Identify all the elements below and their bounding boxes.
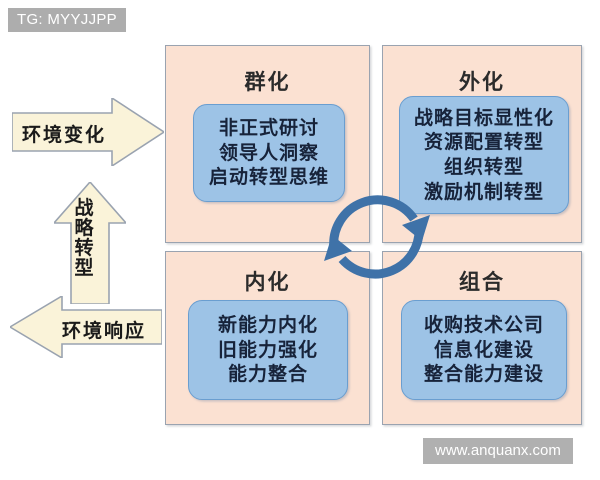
quadrant-top-right: 外化 战略目标显性化 资源配置转型 组织转型 激励机制转型 <box>382 45 582 243</box>
quadrant-title-bottom-right: 组合 <box>459 270 505 294</box>
inner-box-line: 非正式研讨 <box>218 116 319 139</box>
inner-box-line: 整合能力建设 <box>423 363 544 386</box>
inner-box-line: 启动转型思维 <box>208 166 329 189</box>
quadrant-title-bottom-left: 内化 <box>244 270 291 294</box>
inner-box-line: 资源配置转型 <box>423 131 544 154</box>
inner-box-bottom-right: 收购技术公司 信息化建设 整合能力建设 <box>401 300 567 400</box>
inner-box-line: 信息化建设 <box>433 338 534 361</box>
inner-box-top-left: 非正式研讨 领导人洞察 启动转型思维 <box>193 104 345 202</box>
arrow-label-environment-change: 环境变化 <box>22 124 107 146</box>
inner-box-line: 战略目标显性化 <box>413 106 554 129</box>
quadrant-title-top-right: 外化 <box>459 70 505 94</box>
inner-box-line: 激励机制转型 <box>423 180 544 203</box>
quadrant-title-top-left: 群化 <box>244 70 291 94</box>
inner-box-line: 收购技术公司 <box>423 313 544 336</box>
quadrant-bottom-right: 组合 收购技术公司 信息化建设 整合能力建设 <box>382 251 582 425</box>
inner-box-bottom-left: 新能力内化 旧能力强化 能力整合 <box>188 300 348 400</box>
quadrant-bottom-left: 内化 新能力内化 旧能力强化 能力整合 <box>165 251 370 425</box>
inner-box-line: 组织转型 <box>443 156 524 178</box>
arrow-label-strategic-transformation: 战略转型 <box>74 197 94 280</box>
inner-box-top-right: 战略目标显性化 资源配置转型 组织转型 激励机制转型 <box>399 96 569 214</box>
arrow-label-environment-response: 环境响应 <box>62 320 147 342</box>
inner-box-line: 能力整合 <box>227 363 308 386</box>
tg-tag-overlay: TG: MYYJJPP <box>8 8 126 32</box>
inner-box-line: 新能力内化 <box>217 313 318 336</box>
inner-box-line: 领导人洞察 <box>218 141 319 164</box>
inner-box-line: 旧能力强化 <box>217 338 318 361</box>
watermark-overlay: www.anquanx.com <box>423 438 573 464</box>
quadrant-top-left: 群化 非正式研讨 领导人洞察 启动转型思维 <box>165 45 370 243</box>
